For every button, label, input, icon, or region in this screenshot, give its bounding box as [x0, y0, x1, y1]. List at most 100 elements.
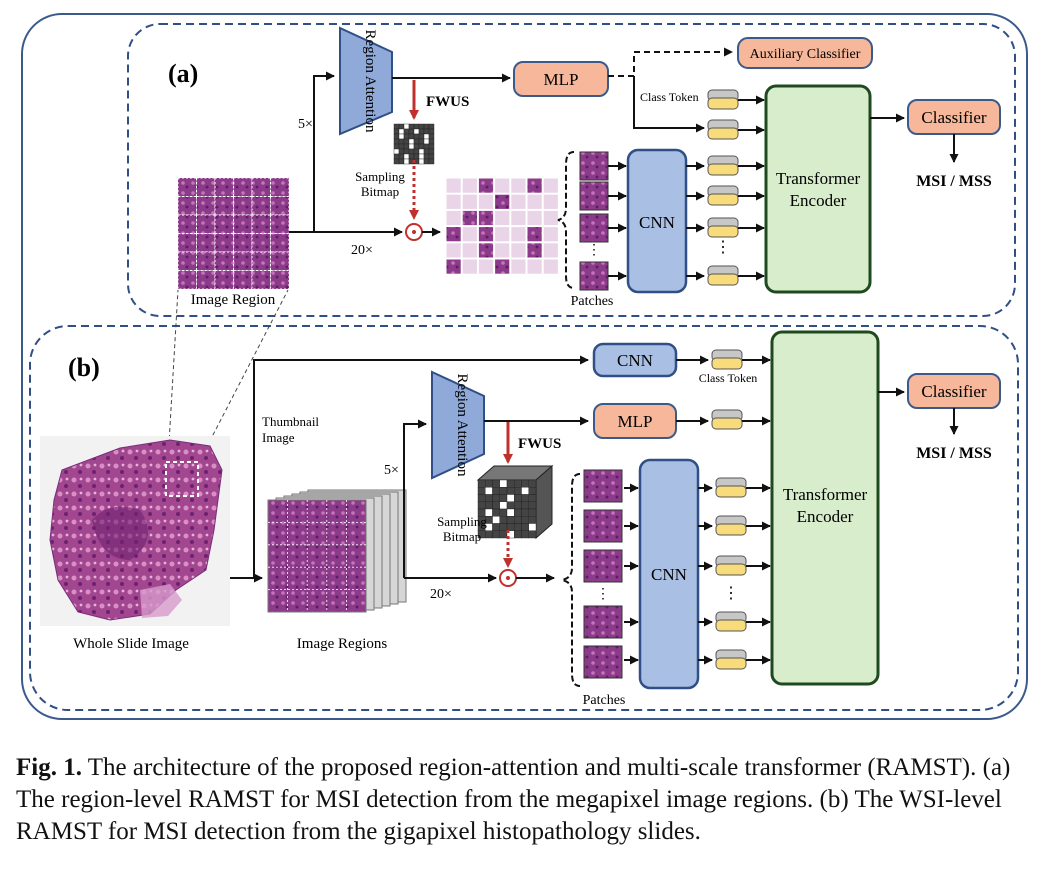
- bitmap-cell: [485, 501, 493, 510]
- bitmap-cell: [398, 148, 405, 155]
- cnn-a: [626, 148, 688, 294]
- bitmap-cell: [418, 143, 425, 150]
- image-regions-label: Image Regions: [297, 636, 388, 652]
- bitmap-cell: [398, 138, 405, 145]
- bitmap-cell: [514, 523, 522, 531]
- image-regions-stack: [267, 489, 407, 613]
- bitmap-cell: [492, 516, 500, 524]
- sampled-cell: [542, 242, 559, 259]
- bitmap-cell: [492, 501, 500, 510]
- bitmap-cell: [408, 143, 415, 150]
- bitmap-cell: [428, 138, 435, 145]
- bitmap-cell: [408, 153, 415, 160]
- architecture-figure: (a) Image Region 5× 20× Region Attention…: [21, 13, 1028, 720]
- sampled-cell: [510, 242, 527, 259]
- patch: [583, 469, 623, 503]
- bitmap-cell: [423, 128, 430, 135]
- patches-a-label: Patches: [571, 294, 614, 309]
- region-tile: [177, 177, 197, 197]
- bitmap-cell: [393, 148, 400, 155]
- sampled-cell: [461, 258, 478, 275]
- cnn-b: [638, 458, 700, 690]
- bitmap-cell: [403, 158, 410, 165]
- classifier-a-label: Classifier: [921, 108, 986, 127]
- sampled-cell: [542, 258, 559, 275]
- region-tile: [270, 233, 290, 253]
- bitmap-cell: [403, 148, 410, 155]
- bitmap-cell: [506, 479, 515, 488]
- sampled-cell: [542, 209, 559, 227]
- figure-caption: Fig. 1. The architecture of the proposed…: [16, 752, 1028, 848]
- sampling-bitmap-a-label-1: Sampling: [355, 169, 405, 184]
- bitmap-cell: [408, 128, 415, 135]
- bitmap-cell: [499, 516, 508, 524]
- arrow-mlp-aux-a: [608, 47, 733, 77]
- sampled-grid-a: [445, 177, 559, 275]
- region-layer: [267, 499, 367, 613]
- patch: [579, 181, 609, 211]
- sampled-cell: [510, 226, 527, 243]
- bitmap-cell: [403, 143, 410, 150]
- bitmap-cell: [492, 523, 500, 531]
- sampled-cell: [542, 177, 559, 194]
- bitmap-cell: [477, 487, 486, 495]
- region-tile: [196, 270, 216, 290]
- bitmap-cell: [398, 123, 405, 130]
- bitmap-cell: [506, 508, 515, 517]
- region-tile: [251, 270, 271, 290]
- brace-b: [561, 473, 581, 687]
- bitmap-cell: [403, 123, 410, 130]
- bitmap-cell: [492, 508, 500, 517]
- token-a-4: [707, 217, 739, 238]
- bitmap-cell: [408, 138, 415, 145]
- region-tile: [251, 214, 271, 234]
- scale-20x-b: 20×: [430, 587, 452, 602]
- bitmap-cell: [485, 487, 493, 495]
- token-a-2: [707, 155, 739, 176]
- bitmap-cell: [398, 153, 405, 160]
- arrow-to-attention-a: [289, 71, 335, 233]
- sampled-cell: [477, 209, 495, 227]
- sampled-cell: [445, 209, 462, 227]
- bitmap-cell: [393, 138, 400, 145]
- panel-a-label: (a): [168, 59, 198, 88]
- thumbnail-image-label-1: Thumbnail: [262, 414, 319, 429]
- bitmap-cell: [413, 128, 420, 135]
- region-attention-a-label: Region Attention: [362, 30, 378, 133]
- bitmap-cell: [514, 487, 522, 495]
- sampled-cell: [445, 258, 462, 275]
- bitmap-cell: [418, 128, 425, 135]
- bitmap-cell: [485, 479, 493, 488]
- region-tile: [233, 270, 253, 290]
- bitmap-cell: [418, 148, 425, 155]
- scale-20x-a: 20×: [351, 243, 373, 258]
- bitmap-cell: [428, 133, 435, 140]
- region-tile: [177, 251, 197, 271]
- patch: [579, 151, 609, 181]
- bitmap-cell: [499, 479, 508, 488]
- whole-slide-image-label: Whole Slide Image: [73, 636, 189, 652]
- sampling-bitmap-a-label-2: Bitmap: [361, 184, 399, 199]
- bitmap-cell: [506, 494, 515, 502]
- transformer-encoder-b-label-1: Transformer: [783, 485, 868, 504]
- sampled-cell: [494, 193, 511, 210]
- auxiliary-classifier-a-label: Auxiliary Classifier: [750, 47, 861, 62]
- region-tile: [177, 196, 197, 216]
- bitmap-cell: [521, 487, 529, 495]
- bitmap-cell: [528, 530, 537, 539]
- sampled-cell: [477, 258, 495, 275]
- sampled-cell: [477, 193, 495, 210]
- token-b-1: [715, 477, 747, 498]
- sampled-cell: [526, 209, 543, 227]
- bitmap-cell: [514, 516, 522, 524]
- cnn-thumbnail-b-label: CNN: [617, 351, 653, 370]
- sampled-cell: [510, 193, 527, 210]
- bitmap-cell: [528, 487, 537, 495]
- token-b-2: [715, 515, 747, 536]
- panel-b-label: (b): [68, 353, 100, 382]
- image-region-grid: [177, 177, 290, 290]
- svg-text:⋮: ⋮: [715, 239, 731, 256]
- region-tile: [233, 233, 253, 253]
- bitmap-cell: [428, 128, 435, 135]
- class-token-b: [711, 349, 743, 370]
